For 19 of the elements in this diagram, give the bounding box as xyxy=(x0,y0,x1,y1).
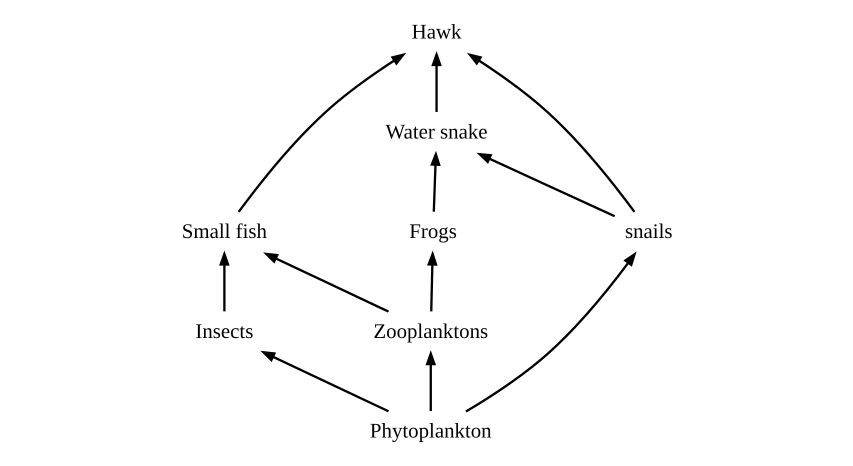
arrow xyxy=(430,150,440,212)
arrow xyxy=(466,52,635,213)
arrow xyxy=(260,350,388,412)
arrow xyxy=(424,350,436,412)
node-text: Phytoplankton xyxy=(369,418,492,443)
node-text: Hawk xyxy=(411,20,461,44)
arrow xyxy=(262,252,388,313)
node-text: Small fish xyxy=(181,219,266,244)
arrow xyxy=(464,251,636,413)
node-text: Zooplanktons xyxy=(372,318,488,343)
node-text: Frogs xyxy=(408,219,456,244)
arrow xyxy=(476,152,615,218)
arrow xyxy=(237,52,406,213)
node-text: snails xyxy=(624,219,672,244)
arrow xyxy=(430,51,442,112)
arrow xyxy=(218,250,230,312)
arrow xyxy=(426,250,438,312)
node-text: Insects xyxy=(194,318,253,343)
node-text: Water snake xyxy=(385,119,488,144)
